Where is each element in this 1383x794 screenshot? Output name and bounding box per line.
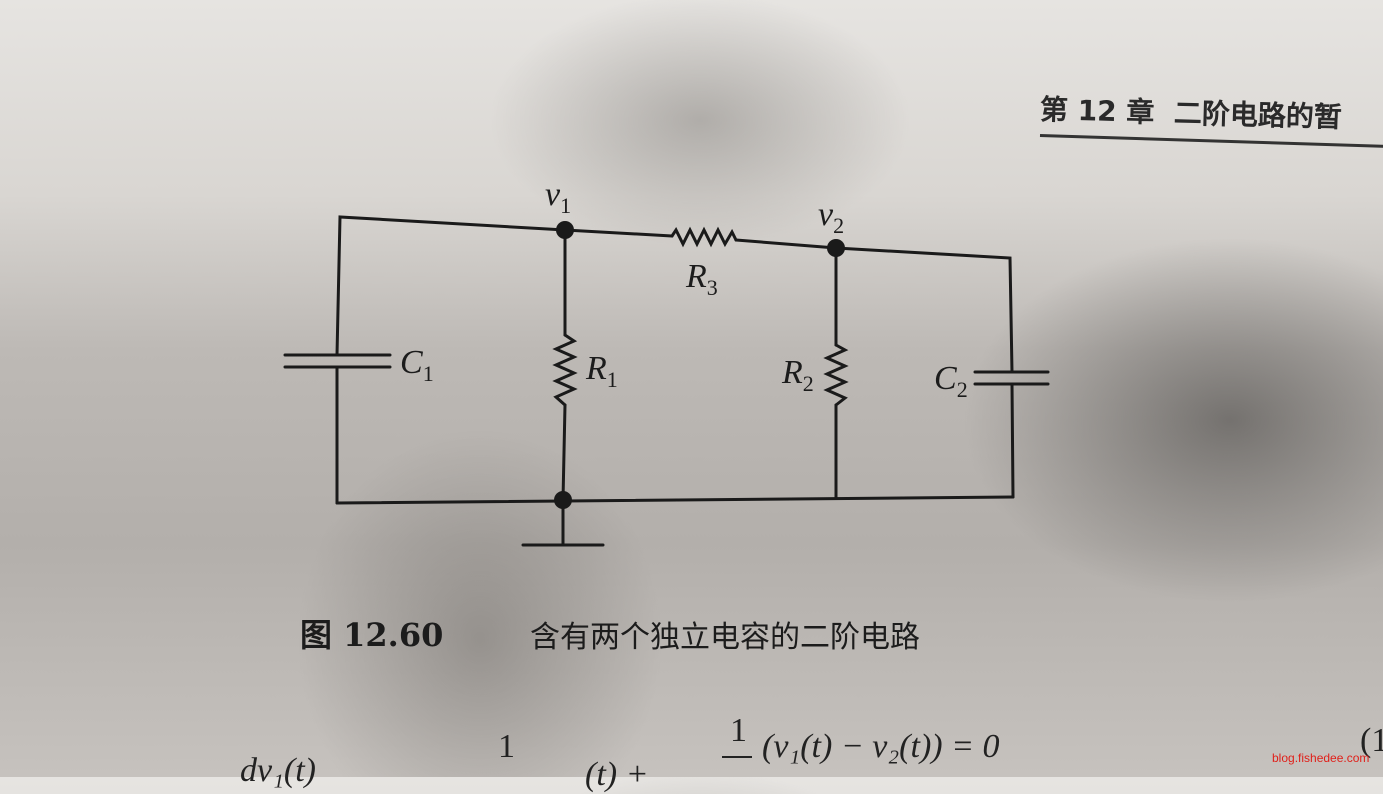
wire-c2-bottom xyxy=(1010,382,1015,499)
resistor-r1 xyxy=(552,333,578,407)
equation-frac-num: 1 xyxy=(730,712,747,749)
wire-top-left xyxy=(335,215,674,357)
wire-top-right xyxy=(734,238,1014,374)
watermark: blog.fishedee.com xyxy=(1272,751,1370,765)
equation-one: 1 xyxy=(498,728,515,765)
fraction-bar xyxy=(722,756,752,758)
label-c2: C2 xyxy=(934,360,968,402)
label-r1: R1 xyxy=(586,350,618,392)
equation-left: dv₁(t) xyxy=(240,752,317,789)
wire-r1-bottom xyxy=(561,403,567,502)
wire-bottom xyxy=(335,495,1015,505)
node-v2-dot xyxy=(827,239,845,257)
resistor-r3 xyxy=(670,226,738,248)
label-c1: C1 xyxy=(400,344,434,386)
figure-caption: 含有两个独立电容的二阶电路 xyxy=(530,620,920,655)
figure-number: 图 12.60 xyxy=(300,616,444,654)
equation-number: (1 xyxy=(1360,722,1383,759)
label-v1: v1 xyxy=(545,176,572,218)
label-v2: v2 xyxy=(818,196,845,238)
resistor-r2 xyxy=(823,343,849,407)
ground-node-dot xyxy=(554,491,572,509)
label-r3: R3 xyxy=(686,258,718,300)
equation-right: (v₁(t) − v₂(t)) = 0 xyxy=(762,728,1000,765)
label-r2: R2 xyxy=(782,354,814,396)
circuit-diagram xyxy=(283,215,1050,547)
equation-mid: (t) + xyxy=(585,756,649,793)
node-v1-dot xyxy=(556,221,574,239)
